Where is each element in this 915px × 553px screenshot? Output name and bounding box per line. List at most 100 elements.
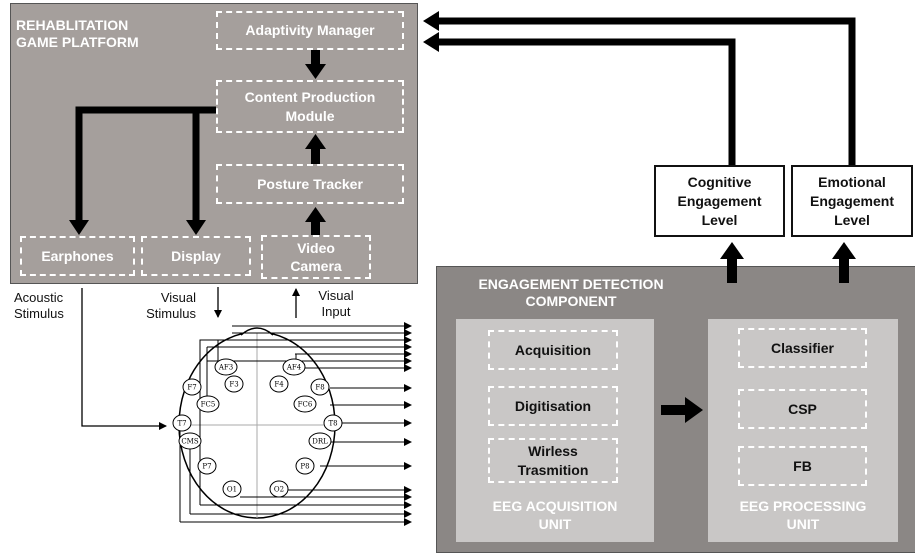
adaptivity-manager-box: Adaptivity Manager	[216, 11, 404, 50]
wireless-transmission-box: Wirless Trasmition	[488, 438, 618, 483]
detection-title: ENGAGEMENT DETECTION COMPONENT	[446, 276, 696, 310]
acquisition-label: Acquisition	[514, 341, 592, 358]
electrode-cms: CMS	[178, 432, 202, 450]
electrode-label: O1	[227, 486, 237, 494]
electrode-f4: F4	[269, 375, 289, 393]
electrode-label: AF4	[286, 364, 302, 372]
wireless-line2: Trasmition	[517, 461, 589, 478]
platform-flow-arrows	[305, 50, 326, 235]
electrode-label: T8	[328, 420, 337, 428]
acoustic-stimulus-label: Acoustic Stimulus	[14, 290, 64, 322]
emotional-feedback-line	[438, 17, 856, 165]
electrode-label: F7	[187, 384, 196, 392]
electrode-label: F8	[315, 384, 324, 392]
emotional-line3: Level	[834, 211, 870, 228]
proc-unit-line2: UNIT	[786, 516, 820, 532]
electrode-label: T7	[177, 420, 186, 428]
acquisition-box: Acquisition	[488, 330, 618, 370]
video-camera-line2: Camera	[290, 258, 342, 274]
visual-stimulus-line2: Stimulus	[146, 306, 196, 321]
digitisation-box: Digitisation	[488, 386, 618, 426]
electrode-wires	[180, 322, 412, 526]
electrode-label: P7	[202, 463, 211, 471]
content-production-module-box: Content Production Module	[216, 80, 404, 133]
detection-title-line2: COMPONENT	[525, 293, 617, 309]
platform-title-line1: REHABLITATION	[16, 17, 129, 33]
platform-title-line2: GAME PLATFORM	[16, 34, 139, 50]
acoustic-line1: Acoustic	[14, 290, 64, 305]
electrode-o1: O1	[222, 480, 242, 498]
digitisation-label: Digitisation	[514, 397, 592, 414]
display-arrowhead	[186, 220, 206, 235]
acoustic-stimulus-line	[81, 288, 167, 430]
electrode-t8: T8	[323, 414, 343, 432]
electrode-label: F4	[274, 381, 284, 389]
video-camera-box: Video Camera	[261, 235, 371, 279]
cognitive-feedback-line	[438, 38, 736, 165]
visual-input-label: Visual Input	[312, 288, 360, 320]
visual-input-line1: Visual	[318, 288, 354, 303]
csp-box: CSP	[738, 389, 867, 429]
electrode-p7: P7	[197, 457, 217, 475]
content-production-line2: Module	[285, 107, 335, 124]
classifier-box: Classifier	[738, 328, 867, 368]
classifier-label: Classifier	[770, 339, 835, 356]
electrode-label: P8	[300, 463, 309, 471]
earphones-box: Earphones	[20, 236, 135, 276]
posture-tracker-label: Posture Tracker	[257, 175, 363, 192]
cognitive-engagement-level-box: Cognitive Engagement Level	[654, 165, 785, 237]
fb-label: FB	[793, 457, 812, 474]
electrode-label: DRL	[312, 438, 328, 446]
electrode-fc5: FC5	[196, 395, 220, 413]
feedback-arrowhead-bottom	[423, 32, 439, 52]
detection-title-line1: ENGAGEMENT DETECTION	[478, 276, 664, 292]
visual-input-line2: Input	[321, 304, 351, 319]
feedback-arrows	[438, 17, 856, 165]
eeg-headset	[178, 322, 412, 526]
electrode-label: AF3	[218, 364, 233, 372]
electrode-p8: P8	[295, 457, 315, 475]
electrode-af3: AF3	[214, 358, 238, 376]
acquisition-to-processing-arrow	[661, 397, 703, 423]
electrode-label: FC5	[201, 401, 216, 409]
eeg-acquisition-unit-label: EEG ACQUISITION UNIT	[456, 497, 654, 533]
proc-unit-line1: EEG PROCESSING	[739, 498, 867, 514]
display-box: Display	[141, 236, 251, 276]
electrode-label: FC6	[298, 401, 313, 409]
electrode-label: CMS	[181, 438, 199, 446]
content-to-outputs-lines	[75, 106, 216, 222]
video-camera-line1: Video	[297, 240, 335, 256]
electrode-label: O2	[274, 486, 284, 494]
earphones-label: Earphones	[41, 247, 114, 264]
cognitive-line1: Cognitive	[687, 173, 752, 190]
posture-tracker-box: Posture Tracker	[216, 164, 404, 204]
eeg-processing-unit-label: EEG PROCESSING UNIT	[708, 497, 898, 533]
visual-stimulus-label: Visual Stimulus	[136, 290, 196, 322]
cognitive-line3: Level	[701, 211, 738, 228]
earphones-arrowhead	[69, 220, 89, 235]
electrode-af4: AF4	[282, 358, 306, 376]
emotional-engagement-level-box: Emotional Engagement Level	[791, 165, 913, 237]
wireless-line1: Wirless	[528, 442, 578, 459]
emotional-line1: Emotional	[818, 173, 886, 190]
csp-label: CSP	[788, 400, 817, 417]
acq-unit-line1: EEG ACQUISITION	[492, 498, 618, 514]
acoustic-line2: Stimulus	[14, 306, 64, 321]
electrode-drl: DRL	[308, 432, 332, 450]
emotional-line2: Engagement	[809, 192, 894, 209]
electrode-f7: F7	[182, 378, 202, 396]
acq-unit-line2: UNIT	[538, 516, 572, 532]
electrode-label: F3	[229, 381, 238, 389]
cognitive-line2: Engagement	[677, 192, 762, 209]
visual-stimulus-line1: Visual	[160, 290, 196, 305]
electrode-o2: O2	[269, 480, 289, 498]
engagement-up-arrows	[720, 242, 856, 283]
electrode-f8: F8	[310, 378, 330, 396]
electrode-fc6: FC6	[293, 395, 317, 413]
platform-title: REHABLITATION GAME PLATFORM	[16, 17, 139, 51]
fb-box: FB	[738, 446, 867, 486]
feedback-arrowhead-top	[423, 11, 439, 31]
electrode-f3: F3	[224, 375, 244, 393]
